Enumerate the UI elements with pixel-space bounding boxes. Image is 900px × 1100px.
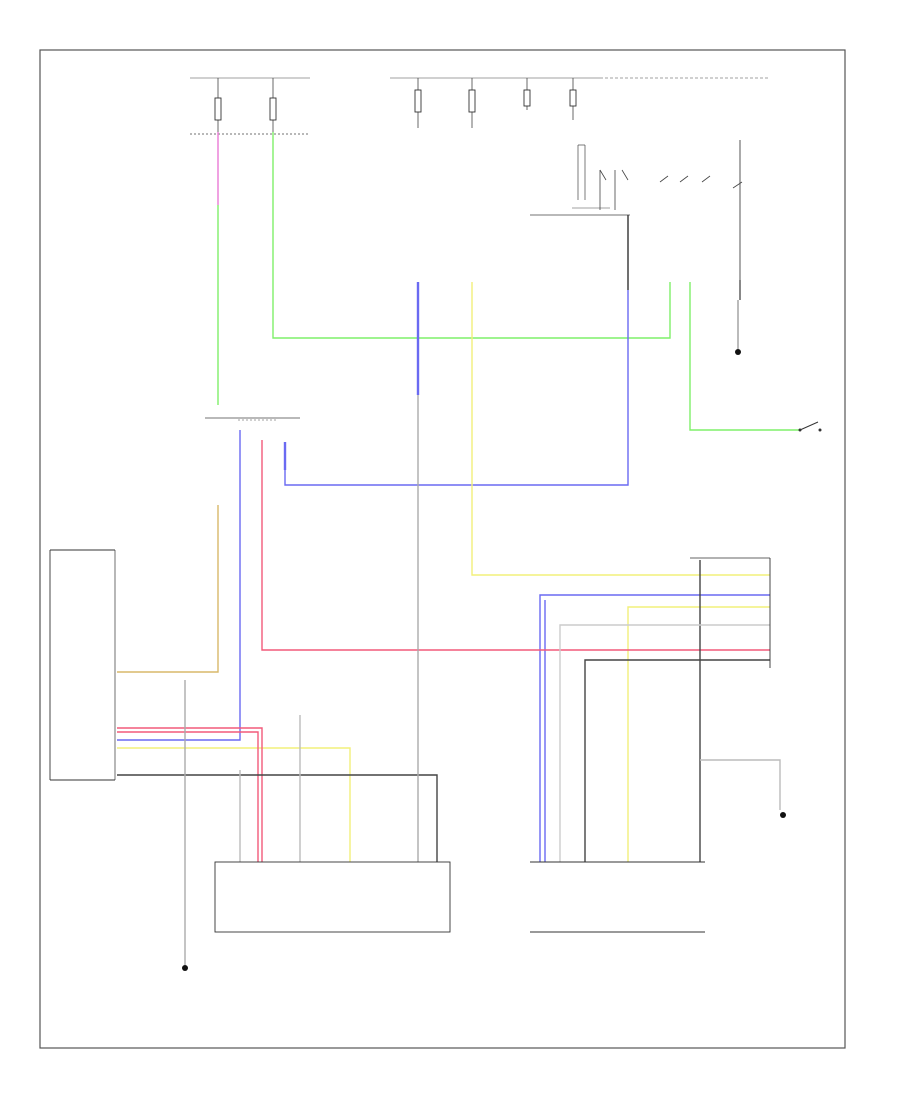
mid-connector — [205, 417, 300, 421]
ground-symbol-icon — [780, 812, 786, 818]
fuse-mid-1 — [414, 78, 422, 128]
wire-tan — [117, 505, 219, 673]
wire-gray-5 — [559, 624, 770, 862]
wire-red-left — [117, 727, 263, 862]
right-lower-module — [530, 861, 705, 933]
wire-red-mid — [261, 440, 770, 651]
wire-yellow-left — [117, 747, 351, 862]
wire-red-left-2 — [117, 731, 259, 862]
wire-yellow-right — [627, 606, 770, 862]
wire-blue-left — [117, 430, 241, 741]
fuse-left-2 — [269, 78, 277, 132]
wire-gray-6 — [700, 759, 781, 810]
fuse-mid-4 — [569, 78, 577, 120]
wire-yellow-mid — [471, 282, 770, 576]
wire-green-right — [689, 282, 800, 431]
ground-symbol-icon — [735, 300, 741, 355]
switch-contact-icon — [799, 421, 819, 431]
top-source-group — [190, 77, 770, 135]
wire-black-4 — [584, 659, 770, 862]
switch-block — [530, 140, 743, 280]
diagram-frame — [39, 49, 846, 1049]
left-lower-module — [214, 861, 451, 933]
fuse-left-1 — [214, 78, 222, 132]
wire-blue-right — [539, 594, 770, 862]
fuse-mid-2 — [468, 78, 476, 128]
wire-black-3 — [117, 774, 438, 862]
wire-blue-long — [284, 290, 629, 486]
right-connector-strip — [690, 557, 771, 668]
fuse-mid-3 — [523, 78, 531, 110]
left-control-unit — [49, 549, 116, 781]
ground-symbol-icon — [182, 965, 188, 971]
